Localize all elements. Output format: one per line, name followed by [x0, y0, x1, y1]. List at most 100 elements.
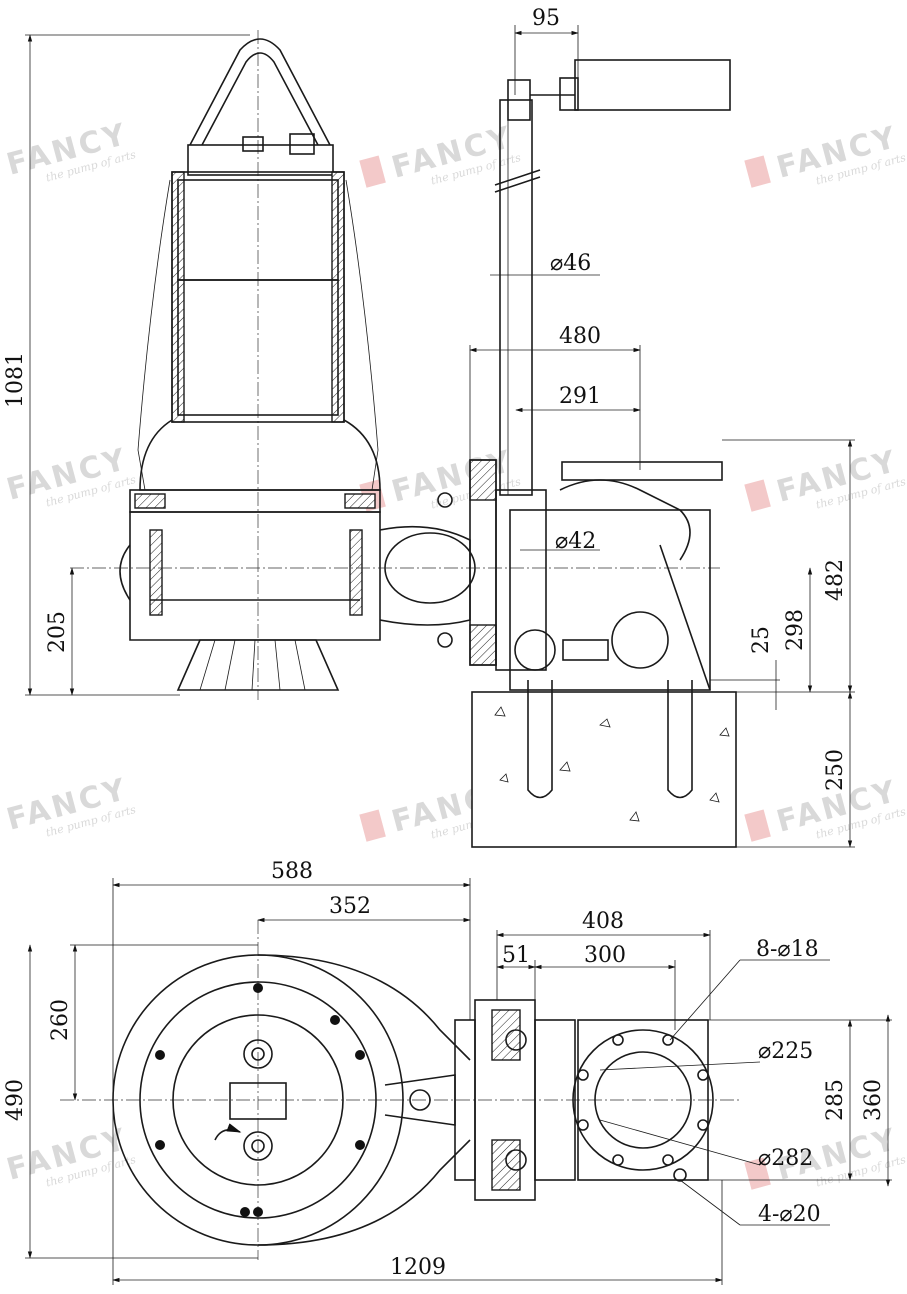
motor-cap	[187, 144, 334, 176]
bolt-icon	[437, 492, 453, 508]
bolt-icon	[355, 1140, 365, 1150]
leader-line	[669, 959, 741, 1041]
dim-label-482: 482	[823, 559, 848, 601]
motor-base	[139, 419, 381, 491]
dim-label-300: 300	[584, 943, 626, 968]
bolt-icon	[240, 1207, 250, 1217]
flange-hole-icon	[577, 1069, 589, 1081]
volute-left-curve	[119, 544, 131, 601]
discharge-nozzle	[379, 525, 471, 626]
dim-label-bolt-dia: ⌀42	[555, 529, 596, 554]
bolt-icon	[155, 1140, 165, 1150]
lifting-eye-top-inner	[251, 1047, 265, 1061]
base-plate-plan	[577, 1019, 709, 1181]
coupling-hatch-top	[469, 459, 497, 501]
discharge-elbow	[559, 479, 691, 561]
concrete-foundation	[471, 691, 737, 848]
watermark-flag-icon	[359, 155, 386, 188]
dim-label-291: 291	[559, 384, 601, 409]
rail-section-bottom	[505, 1149, 527, 1171]
lifting-eye-bottom	[243, 1131, 273, 1161]
rail-top-clamp	[507, 79, 531, 121]
watermark-flag-icon	[744, 1157, 771, 1190]
volute-hatch-right	[349, 529, 363, 616]
outlet-bore	[594, 1051, 692, 1149]
flange-hole-icon	[612, 1154, 624, 1166]
dim-label-od: ⌀282	[758, 1146, 813, 1171]
motor-rotor	[177, 279, 339, 416]
motor-housing	[171, 171, 345, 423]
watermark-1: FANCY the pump of arts	[3, 117, 138, 185]
leader-line	[599, 1061, 761, 1071]
rail-section-top	[505, 1029, 527, 1051]
volute-hatch-left	[149, 529, 163, 616]
strainer-rib	[199, 639, 216, 691]
dim-label-352: 352	[329, 894, 371, 919]
neck-bolt-icon	[409, 1089, 431, 1111]
dim-label-95: 95	[532, 6, 560, 31]
rail-break-mark	[494, 169, 541, 193]
dim-label-51: 51	[502, 943, 530, 968]
watermark-flag-icon	[744, 809, 771, 842]
watermark-3: FANCY the pump of arts	[744, 120, 907, 188]
seal-hatch-left	[134, 493, 166, 509]
cable-entry	[289, 133, 315, 155]
bolt-icon	[437, 632, 453, 648]
outlet-flange-od	[572, 1029, 714, 1171]
dim-label-298: 298	[783, 609, 808, 651]
flange-hole-icon	[662, 1034, 674, 1046]
dim-label-205: 205	[45, 611, 70, 653]
outlet-flange	[561, 461, 723, 481]
watermark-flag-icon	[359, 809, 386, 842]
flange-hole-icon	[577, 1119, 589, 1131]
strainer-rib	[224, 639, 236, 691]
seal-hatch-right	[344, 493, 376, 509]
jacket-left	[137, 179, 171, 491]
watermark-5: FANCY the pump of arts	[359, 444, 523, 512]
anchor-bolt-left	[527, 680, 553, 799]
bolt-icon	[355, 1050, 365, 1060]
dim-label-25: 25	[749, 626, 774, 654]
dim-label-480: 480	[559, 324, 601, 349]
guide-claw	[495, 489, 547, 671]
dim-label-588: 588	[271, 859, 313, 884]
lifting-eye-bottom-inner	[251, 1139, 265, 1153]
lifting-eye-top	[243, 1039, 273, 1069]
leader-line	[679, 1179, 741, 1226]
base-window	[611, 611, 669, 669]
dim-label-408: 408	[582, 909, 624, 934]
strainer-rib	[274, 639, 281, 691]
jacket-right	[345, 179, 379, 491]
strainer-rib	[294, 639, 306, 691]
concrete-aggregate	[494, 706, 730, 822]
bolt-icon	[253, 983, 263, 993]
volute-casing	[129, 511, 381, 641]
plan-view: 588 352 408 51 300 8-⌀18 ⌀225 ⌀282 4-⌀20…	[3, 859, 892, 1285]
anchor-hole-left	[514, 629, 556, 671]
lifting-handle	[189, 38, 331, 146]
dim-label-1081: 1081	[3, 352, 28, 408]
strainer-rib	[251, 639, 256, 691]
rotation-arrow-icon	[214, 1123, 242, 1141]
top-beam	[574, 59, 731, 111]
flange-hole-icon	[662, 1154, 674, 1166]
base-slot	[562, 639, 609, 661]
nameplate	[229, 1082, 287, 1120]
bolt-icon	[155, 1050, 165, 1060]
dim-label-260: 260	[48, 999, 73, 1041]
coupling-hatch-bottom	[469, 624, 497, 666]
cable-gland	[242, 136, 264, 152]
dim-label-rail-dia: ⌀46	[550, 251, 591, 276]
claw-hatch-bottom	[491, 1139, 521, 1191]
volute-scroll-lower	[257, 1139, 471, 1246]
watermark-flag-icon	[744, 155, 771, 188]
base-rib	[659, 544, 711, 691]
watermark-7: FANCY the pump of arts	[3, 772, 138, 840]
bolt-icon	[253, 1207, 263, 1217]
watermark-flag-icon	[744, 479, 771, 512]
motor-body-plan	[172, 1014, 344, 1186]
dim-label-250: 250	[823, 749, 848, 791]
flange-hole-icon	[697, 1069, 709, 1081]
watermark-6: FANCY the pump of arts	[744, 444, 907, 512]
claw-hatch-top	[491, 1009, 521, 1061]
